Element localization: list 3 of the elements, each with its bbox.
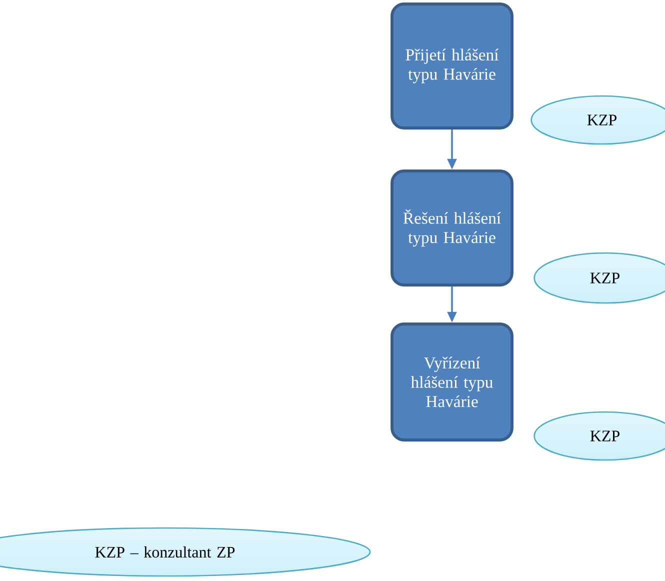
process-box: Vyřízení hlášení typu Havárie xyxy=(390,322,514,442)
process-box: Řešení hlášení typu Havárie xyxy=(390,170,514,286)
process-box: Přijetí hlášení typu Havárie xyxy=(390,2,514,130)
